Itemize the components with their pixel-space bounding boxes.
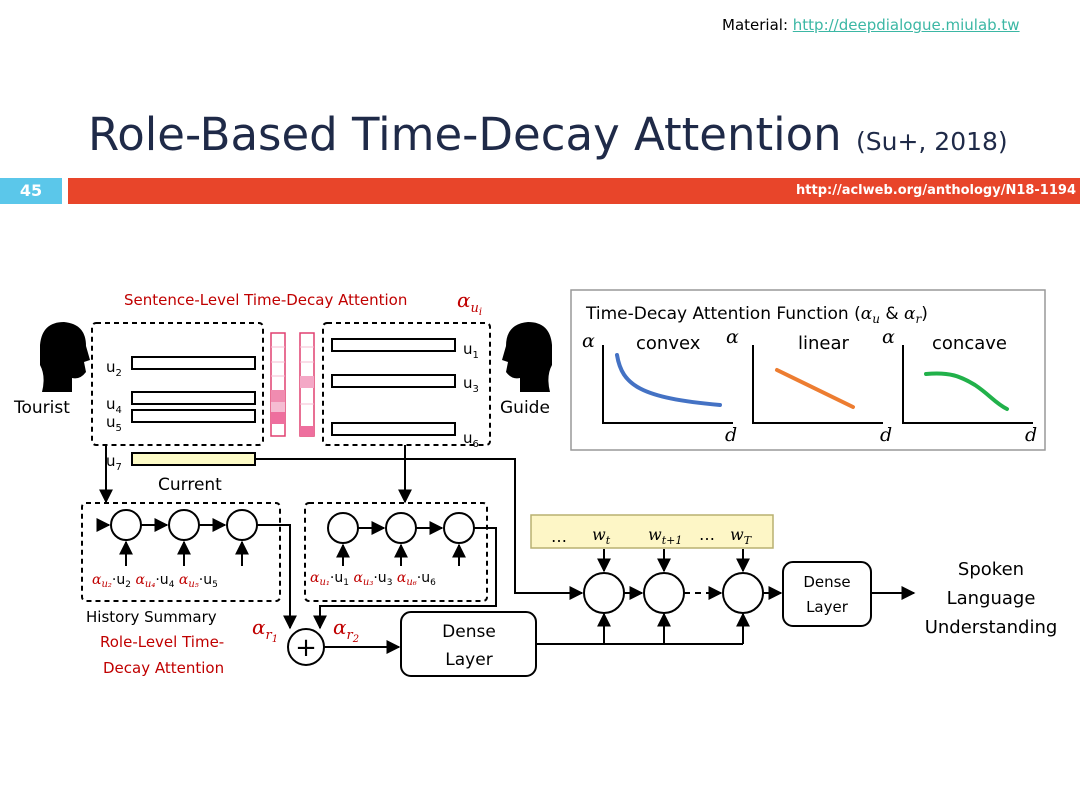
label-u2: u2 bbox=[106, 358, 122, 379]
tourist-head-icon bbox=[40, 322, 90, 392]
tourist-utterance-group bbox=[91, 322, 264, 446]
role-attention-line2: Decay Attention bbox=[103, 659, 224, 677]
sentence-attention-label: Sentence-Level Time-Decay Attention bbox=[124, 291, 407, 309]
role-attention-line1: Role-Level Time- bbox=[100, 633, 224, 651]
title-citation: (Su+, 2018) bbox=[856, 127, 1008, 156]
utterance-u2-box bbox=[131, 356, 256, 370]
guide-utterance-group bbox=[322, 322, 491, 446]
tourist-history-rnn bbox=[81, 502, 281, 602]
linear-curve bbox=[775, 368, 855, 409]
linear-d-label: d bbox=[880, 424, 892, 446]
convex-curve bbox=[615, 353, 722, 407]
dense-layer-2 bbox=[782, 561, 872, 627]
linear-alpha-label: α bbox=[726, 326, 739, 348]
word-ellipsis-mid: … bbox=[699, 525, 715, 544]
tagger-cell-t bbox=[583, 572, 625, 614]
attention-weight-bars bbox=[270, 332, 315, 437]
utterance-u1-box bbox=[331, 338, 456, 352]
plus-symbol: + bbox=[295, 633, 317, 663]
label-u1: u1 bbox=[463, 340, 479, 361]
utterance-u3-box bbox=[331, 374, 456, 388]
linear-label: linear bbox=[798, 333, 850, 354]
label-u5: u5 bbox=[106, 413, 122, 434]
tourist-weighted-inputs: αu₂·u2 αu₄·u4 αu₅·u5 bbox=[92, 572, 218, 590]
dense-layer-1-line1: Dense bbox=[442, 622, 496, 642]
time-decay-function-panel: Time-Decay Attention Function (αu & αr) … bbox=[570, 289, 1046, 451]
function-panel-title: Time-Decay Attention Function (αu & αr) bbox=[585, 304, 928, 326]
header-bar bbox=[68, 178, 1080, 204]
concave-alpha-label: α bbox=[882, 326, 895, 348]
convex-d-label: d bbox=[725, 424, 737, 446]
tagger-cell-T bbox=[722, 572, 764, 614]
dense-layer-2-line2: Layer bbox=[806, 598, 849, 616]
history-summary-label: History Summary bbox=[86, 608, 217, 626]
label-u3: u3 bbox=[463, 374, 479, 395]
label-u6: u6 bbox=[463, 429, 479, 450]
current-label: Current bbox=[158, 475, 222, 495]
utterance-u4-box bbox=[131, 391, 256, 405]
guide-weighted-inputs: αu₁·u1 αu₃·u3 αu₆·u6 bbox=[310, 570, 436, 588]
slu-line1: Spoken bbox=[958, 559, 1024, 580]
label-u7: u7 bbox=[106, 452, 122, 473]
convex-alpha-label: α bbox=[582, 330, 595, 352]
dense-layer-1-line2: Layer bbox=[445, 650, 492, 670]
slu-line3: Understanding bbox=[925, 617, 1058, 638]
utterance-u6-box bbox=[331, 422, 456, 436]
alpha-ui-symbol: αui bbox=[457, 288, 482, 318]
concave-d-label: d bbox=[1025, 424, 1037, 446]
word-input-box bbox=[530, 514, 774, 549]
current-utterance-box bbox=[131, 452, 256, 466]
slu-line2: Language bbox=[947, 588, 1036, 609]
reference-url[interactable]: http://aclweb.org/anthology/N18-1194 bbox=[796, 183, 1076, 198]
guide-head-icon bbox=[502, 322, 552, 392]
concave-label: concave bbox=[932, 333, 1007, 354]
concave-curve bbox=[924, 371, 1009, 411]
material-credit: Material: http://deepdialogue.miulab.tw bbox=[722, 16, 1020, 34]
material-link[interactable]: http://deepdialogue.miulab.tw bbox=[792, 16, 1020, 34]
material-label: Material: bbox=[722, 16, 788, 34]
dense-layer-2-line1: Dense bbox=[803, 573, 850, 591]
convex-label: convex bbox=[636, 333, 701, 354]
title-text: Role-Based Time-Decay Attention bbox=[88, 108, 842, 161]
tagger-cell-t1 bbox=[643, 572, 685, 614]
tourist-label: Tourist bbox=[13, 398, 70, 418]
slide-title: Role-Based Time-Decay Attention (Su+, 20… bbox=[88, 108, 1008, 161]
word-ellipsis-left: … bbox=[551, 527, 567, 546]
utterance-u5-box bbox=[131, 409, 256, 423]
slide-number: 45 bbox=[0, 178, 62, 204]
guide-label: Guide bbox=[500, 398, 550, 418]
alpha-r2-symbol: αr2 bbox=[333, 615, 359, 645]
guide-history-rnn bbox=[304, 502, 488, 602]
alpha-r1-symbol: αr1 bbox=[252, 615, 278, 645]
